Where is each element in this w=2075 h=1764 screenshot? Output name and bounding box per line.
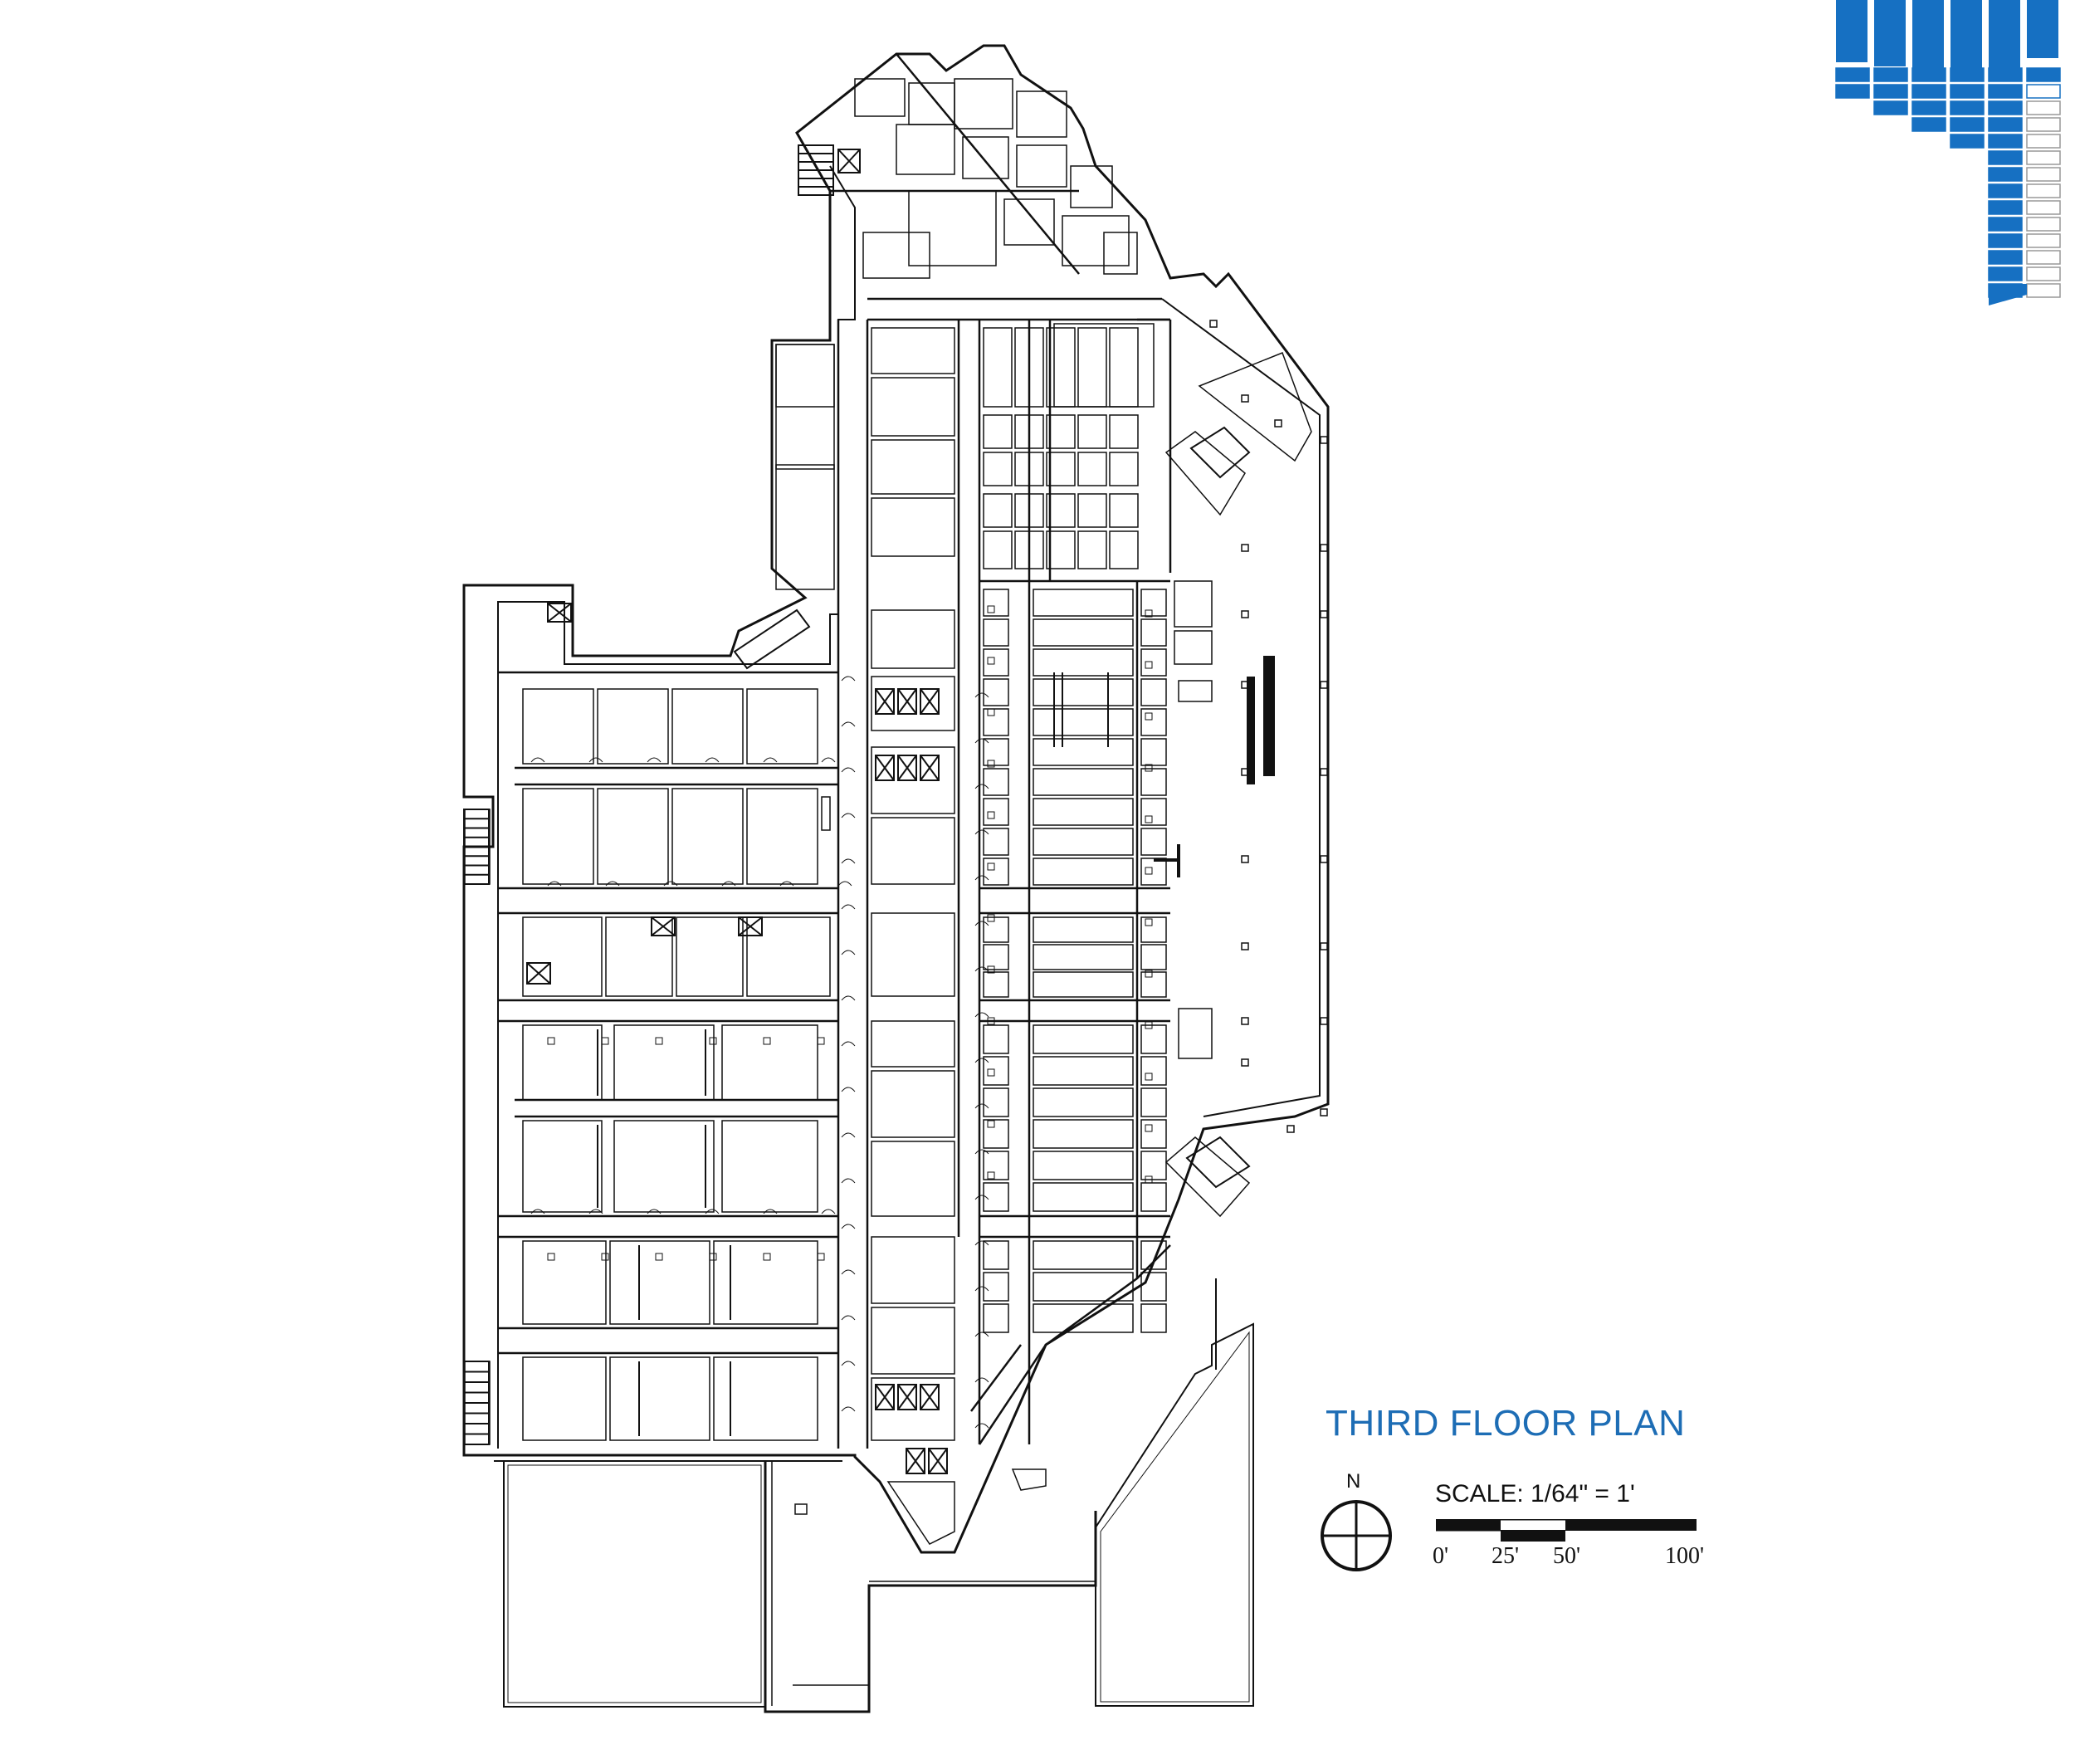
interior-walls: [498, 53, 1172, 1449]
scale-label: SCALE: 1/64" = 1': [1435, 1480, 1635, 1507]
logo-mark-icon: [1835, 0, 2061, 305]
plan-title: THIRD FLOOR PLAN: [1326, 1403, 1686, 1444]
rooms: [464, 78, 1312, 1545]
scale-tick-0: 0': [1433, 1543, 1449, 1569]
scale-bar: [1436, 1519, 1697, 1542]
reception-counter: [1154, 656, 1275, 877]
scale-tick-100: 100': [1665, 1543, 1705, 1569]
scale-tick-50: 50': [1553, 1543, 1581, 1569]
elevator-icon: [526, 149, 1251, 1474]
north-arrow-icon: [1321, 1500, 1392, 1571]
stair-icon: [463, 144, 834, 1445]
lobby-columns: [1209, 320, 1328, 1133]
north-label: N: [1346, 1470, 1361, 1493]
terrace-outlines: [503, 1278, 1254, 1713]
scale-tick-25: 25': [1492, 1543, 1520, 1569]
fixtures: [530, 605, 1153, 1436]
